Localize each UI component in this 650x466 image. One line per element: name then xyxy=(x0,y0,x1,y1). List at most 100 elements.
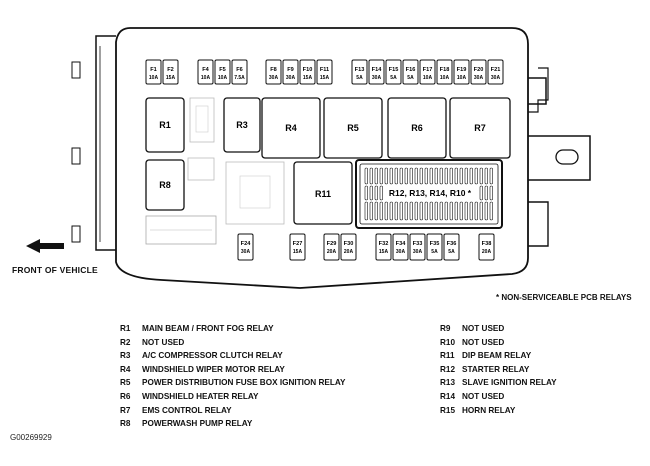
legend-description: STARTER RELAY xyxy=(462,364,530,374)
fuse-rating: 15A xyxy=(320,75,330,81)
relay-r6: R6 xyxy=(387,97,447,159)
fuse-id: F32 xyxy=(379,241,389,247)
legend-description: POWER DISTRIBUTION FUSE BOX IGNITION REL… xyxy=(142,378,346,388)
relay-r11: R11 xyxy=(293,161,353,225)
legend-description: SLAVE IGNITION RELAY xyxy=(462,378,557,388)
legend-code: R14 xyxy=(440,391,456,401)
fuse-rating: 30A xyxy=(241,249,251,255)
legend-row: R3 A/C COMPRESSOR CLUTCH RELAY xyxy=(120,349,346,363)
figure-id: G00269929 xyxy=(10,433,52,442)
relay-r8-label: R8 xyxy=(159,180,171,190)
fuse-rating: 15A xyxy=(166,75,176,81)
fuse-rating: 10A xyxy=(201,75,211,81)
fuse-id: F9 xyxy=(287,67,294,73)
fuse-id: F6 xyxy=(236,67,243,73)
fuse-rating: 15A xyxy=(379,249,389,255)
fuse-rating: 5A xyxy=(448,249,455,255)
fuse-rating: 10A xyxy=(457,75,467,81)
fuse-rating: 20A xyxy=(344,249,354,255)
fuse-rating: 5A xyxy=(356,75,363,81)
fuse-id: F35 xyxy=(430,241,440,247)
legend-description: NOT USED xyxy=(462,324,505,333)
relay-r1-label: R1 xyxy=(159,120,171,130)
legend-description: EMS CONTROL RELAY xyxy=(142,405,232,415)
legend-description: A/C COMPRESSOR CLUTCH RELAY xyxy=(142,351,283,361)
legend-code: R15 xyxy=(440,405,456,415)
relay-r3-label: R3 xyxy=(236,120,248,130)
fuse-rating: 10A xyxy=(149,75,159,81)
legend-code: R9 xyxy=(440,324,451,333)
front-arrow-icon xyxy=(26,239,64,253)
legend-code: R12 xyxy=(440,364,456,374)
fuse-id: F2 xyxy=(167,67,174,73)
fuse-box-diagram: F110AF215AF410AF510AF67.5AF830AF930AF101… xyxy=(26,27,591,289)
fuse-id: F24 xyxy=(241,241,252,247)
fuse-rating: 7.5A xyxy=(234,75,245,81)
fuse-rating: 10A xyxy=(218,75,228,81)
fuse-id: F17 xyxy=(423,67,433,73)
legend-code: R11 xyxy=(440,351,455,361)
fuse-id: F4 xyxy=(202,67,209,73)
fuse-id: F19 xyxy=(457,67,467,73)
fuse-id: F18 xyxy=(440,67,450,73)
fuse-id: F34 xyxy=(396,241,407,247)
fuse-id: F36 xyxy=(447,241,457,247)
non-serviceable-note: * NON-SERVICEABLE PCB RELAYS xyxy=(496,293,632,302)
fuse-id: F38 xyxy=(482,241,492,247)
relay-r5: R5 xyxy=(323,97,383,159)
relay-r5-label: R5 xyxy=(347,123,359,133)
fuse-id: F20 xyxy=(474,67,484,73)
fuse-id: F13 xyxy=(355,67,365,73)
legend-code: R3 xyxy=(120,351,131,361)
fuse-f6: F6 7.5A xyxy=(231,59,248,85)
fuse-rating: 30A xyxy=(491,75,501,81)
fuse-id: F10 xyxy=(303,67,313,73)
fuse-rating: 5A xyxy=(431,249,438,255)
fuse-rating: 5A xyxy=(407,75,414,81)
pcb-relay-block: R12, R13, R14, R10 * xyxy=(355,159,503,229)
fuse-id: F30 xyxy=(344,241,354,247)
fuse-id: F27 xyxy=(293,241,303,247)
left-mounting-tab xyxy=(95,35,116,251)
fuse-rating: 30A xyxy=(474,75,484,81)
fuse-rating: 30A xyxy=(413,249,423,255)
fuse-rating: 30A xyxy=(269,75,279,81)
fuse-rating: 30A xyxy=(286,75,296,81)
legend-description: WINDSHIELD HEATER RELAY xyxy=(142,391,259,401)
legend-description: WINDSHIELD WIPER MOTOR RELAY xyxy=(142,364,285,374)
legend-description: MAIN BEAM / FRONT FOG RELAY xyxy=(142,324,274,333)
legend-code: R8 xyxy=(120,419,131,429)
legend-code: R1 xyxy=(120,324,131,333)
fuse-id: F33 xyxy=(413,241,423,247)
relay-r3: R3 xyxy=(223,97,261,153)
front-of-vehicle-label: FRONT OF VEHICLE xyxy=(12,265,98,275)
legend-description: HORN RELAY xyxy=(462,405,516,415)
relay-r7: R7 xyxy=(449,97,511,159)
legend-description: NOT USED xyxy=(462,337,505,347)
bottom-fuse-row: F2430AF2715AF2920AF3020AF3215AF3430AF333… xyxy=(237,233,495,261)
relay-r11-label: R11 xyxy=(315,189,331,199)
fuse-rating: 15A xyxy=(293,249,303,255)
